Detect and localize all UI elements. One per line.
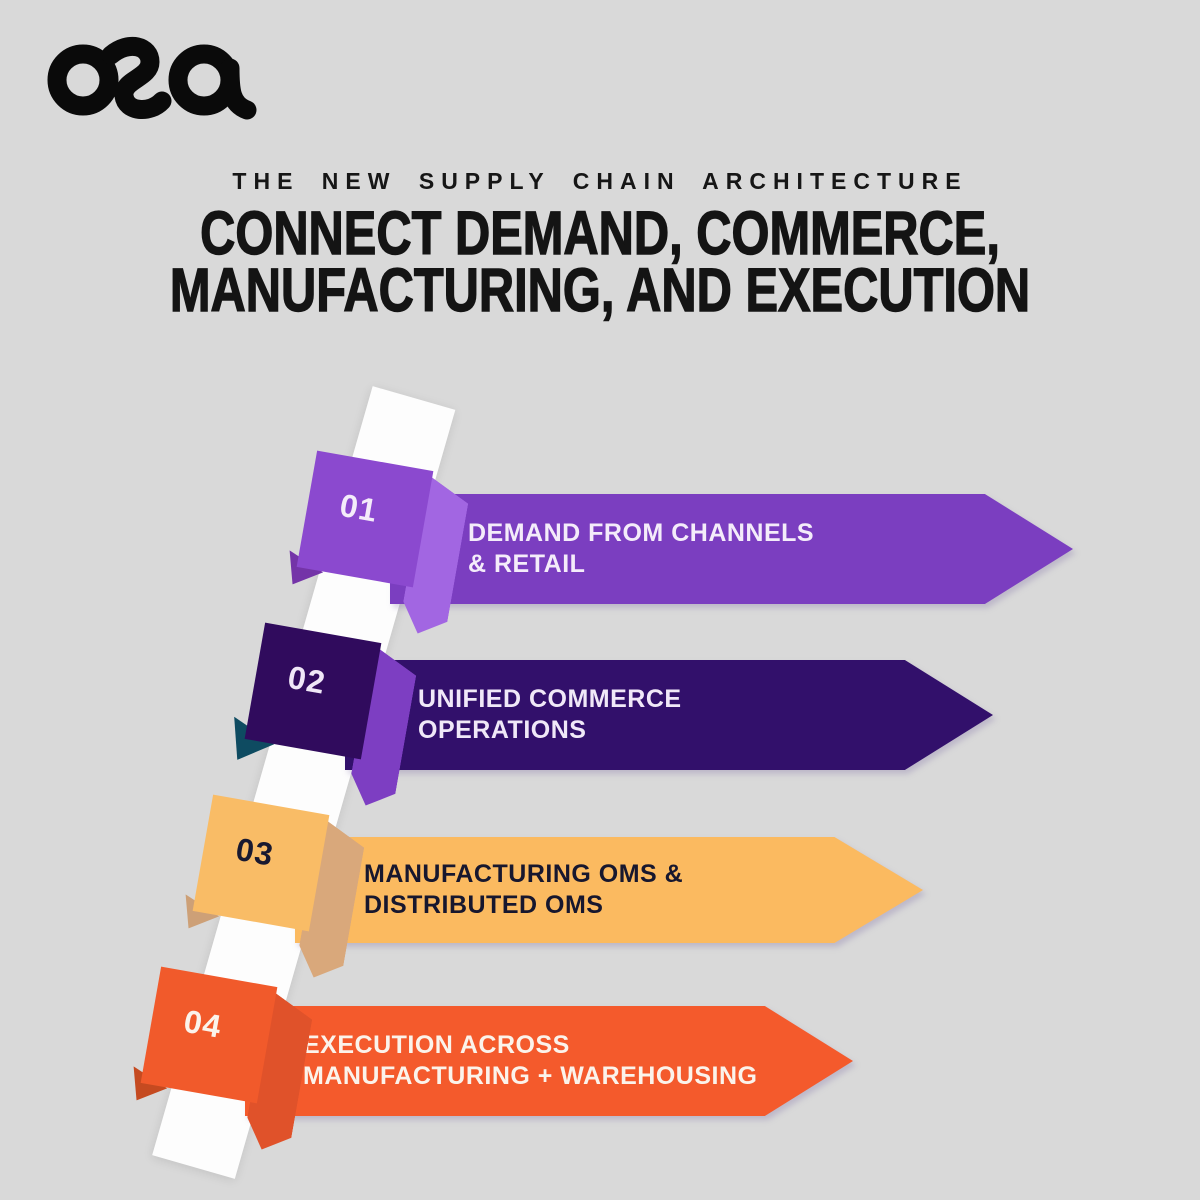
- osa-logo-mark: [47, 36, 257, 120]
- step-4-label: EXECUTION ACROSS MANUFACTURING + WAREHOU…: [245, 1006, 853, 1116]
- page-title: CONNECT DEMAND, COMMERCE, MANUFACTURING,…: [0, 199, 1200, 324]
- step-1-number: 01: [337, 486, 381, 529]
- step-3-banner: MANUFACTURING OMS & DISTRIBUTED OMS: [295, 837, 923, 943]
- step-3-label: MANUFACTURING OMS & DISTRIBUTED OMS: [295, 837, 923, 943]
- step-2-label: UNIFIED COMMERCE OPERATIONS: [345, 660, 993, 770]
- step-3-label-line-2: DISTRIBUTED OMS: [364, 891, 604, 919]
- step-4-label-line-1: EXECUTION ACROSS: [303, 1031, 570, 1059]
- step-3-number: 03: [233, 830, 277, 873]
- step-2-number: 02: [285, 658, 329, 701]
- header: THE NEW SUPPLY CHAIN ARCHITECTURE CONNEC…: [0, 168, 1200, 324]
- step-3-block: 03: [192, 794, 330, 932]
- step-2-label-line-2: OPERATIONS: [418, 716, 587, 744]
- step-1-banner: DEMAND FROM CHANNELS & RETAIL: [390, 494, 1073, 604]
- step-2-block: 02: [244, 622, 382, 760]
- step-2-block-front-face: 02: [244, 622, 382, 760]
- step-1-label-line-2: & RETAIL: [468, 550, 586, 578]
- step-2-arrow-shape: UNIFIED COMMERCE OPERATIONS: [345, 660, 993, 770]
- title-line-2: MANUFACTURING, AND EXECUTION: [169, 256, 1031, 324]
- step-3-arrow-shape: MANUFACTURING OMS & DISTRIBUTED OMS: [295, 837, 923, 943]
- step-4-label-line-2: MANUFACTURING + WAREHOUSING: [303, 1062, 758, 1090]
- title-line-1: CONNECT DEMAND, COMMERCE,: [200, 199, 1001, 267]
- step-1-block: 01: [296, 450, 434, 588]
- step-1-arrow-shape: DEMAND FROM CHANNELS & RETAIL: [390, 494, 1073, 604]
- step-4-number: 04: [181, 1002, 225, 1045]
- step-4-banner: EXECUTION ACROSS MANUFACTURING + WAREHOU…: [245, 1006, 853, 1116]
- step-1-label-line-1: DEMAND FROM CHANNELS: [468, 519, 815, 547]
- step-4-block-front-face: 04: [140, 966, 278, 1104]
- step-1-block-front-face: 01: [296, 450, 434, 588]
- osa-logo: [44, 28, 259, 120]
- step-3-block-front-face: 03: [192, 794, 330, 932]
- step-1-label: DEMAND FROM CHANNELS & RETAIL: [390, 494, 1073, 604]
- step-3-label-line-1: MANUFACTURING OMS &: [364, 860, 684, 888]
- step-4-arrow-shape: EXECUTION ACROSS MANUFACTURING + WAREHOU…: [245, 1006, 853, 1116]
- step-2-banner: UNIFIED COMMERCE OPERATIONS: [345, 660, 993, 770]
- step-2-label-line-1: UNIFIED COMMERCE: [418, 685, 682, 713]
- step-4-block: 04: [140, 966, 278, 1104]
- eyebrow-text: THE NEW SUPPLY CHAIN ARCHITECTURE: [232, 168, 968, 194]
